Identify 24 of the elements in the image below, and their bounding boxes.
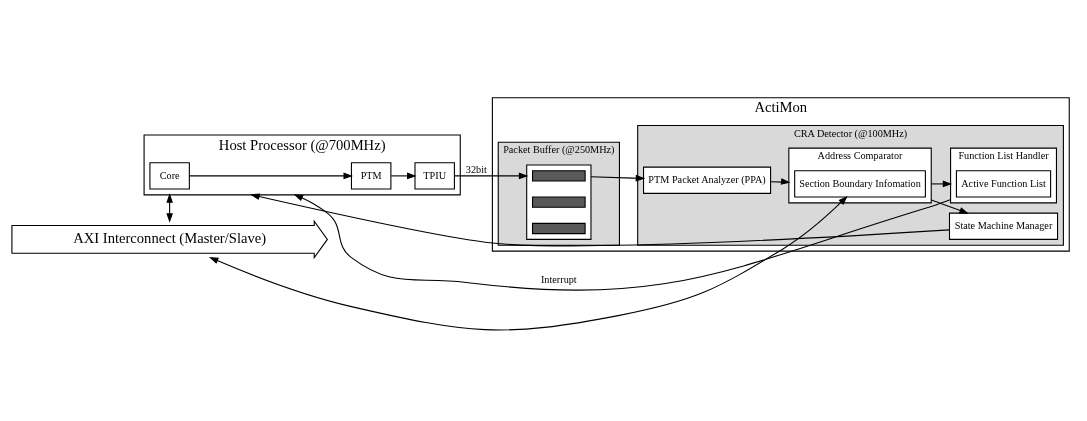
- arrow: [930, 180, 953, 187]
- cluster: [526, 163, 592, 240]
- arrow: [390, 172, 417, 179]
- node-box: State Machine Manager: [948, 212, 1059, 240]
- arrow: [590, 174, 646, 181]
- arrow: [770, 177, 791, 185]
- node-bar: [532, 169, 586, 182]
- node-box: Active Function List: [955, 169, 1052, 198]
- arrow: [930, 198, 969, 214]
- node-box: PTM Packet Analyzer (PPA): [643, 166, 772, 194]
- node-box: PTM: [350, 161, 392, 190]
- node-box: Section Boundary Infomation: [794, 169, 926, 198]
- arrow: [454, 172, 529, 179]
- arrow: [250, 192, 950, 246]
- node-box: TPIU: [414, 161, 455, 190]
- arrow: [208, 195, 848, 330]
- edge-label: Interrupt: [540, 273, 577, 285]
- edge-label: 32bit: [465, 163, 487, 175]
- cluster: Packet Buffer (@250MHz): [497, 141, 620, 246]
- node-bar: [532, 196, 586, 208]
- node-bar: [532, 222, 586, 234]
- arrow: [189, 172, 353, 179]
- arrow: [293, 193, 952, 290]
- node-box: Core: [149, 161, 190, 190]
